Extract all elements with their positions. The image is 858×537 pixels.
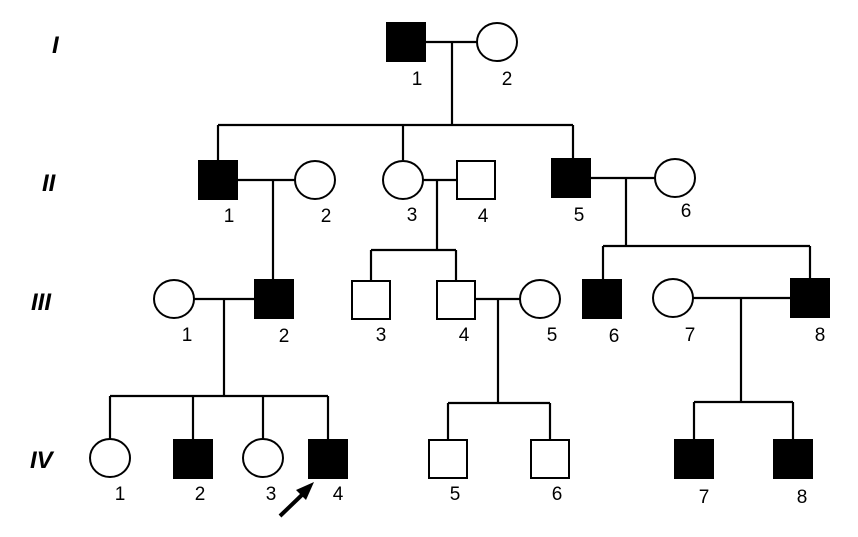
proband-arrow — [278, 482, 314, 518]
unaffected-male-square — [456, 160, 496, 200]
individual-number: 3 — [376, 325, 387, 346]
individual-number: 4 — [459, 325, 470, 346]
individual-number: 8 — [815, 325, 826, 346]
individual-number: 1 — [182, 325, 193, 346]
affected-male-square — [551, 158, 591, 198]
unaffected-female-circle — [242, 438, 284, 478]
affected-male-square — [674, 439, 714, 479]
individual-number: 7 — [685, 325, 696, 346]
affected-male-square — [790, 278, 830, 318]
individual-number: 5 — [574, 205, 585, 226]
individual-number: 3 — [407, 205, 418, 226]
pedigree-lines — [108, 40, 812, 441]
individual-number: 8 — [797, 487, 808, 508]
affected-male-square — [173, 439, 213, 479]
individual-number: 3 — [266, 484, 277, 505]
individual-number: 6 — [552, 484, 563, 505]
unaffected-female-circle — [652, 278, 694, 318]
generation-label: IV — [30, 447, 55, 474]
unaffected-female-circle — [382, 160, 424, 200]
generation-label: I — [52, 32, 60, 59]
unaffected-female-circle — [654, 158, 696, 198]
individual-number: 1 — [115, 484, 126, 505]
individual-number: 6 — [609, 326, 620, 347]
unaffected-female-circle — [89, 438, 131, 478]
individual-number: 2 — [279, 326, 290, 347]
affected-male-square — [308, 439, 348, 479]
individual-number: 5 — [547, 325, 558, 346]
individual-number: 5 — [450, 484, 461, 505]
affected-male-square — [198, 160, 238, 200]
individual-number: 1 — [224, 206, 235, 227]
individual-number: 4 — [478, 206, 489, 227]
individual-number: 2 — [502, 69, 513, 90]
affected-male-square — [254, 279, 294, 319]
generation-label: II — [42, 170, 57, 197]
unaffected-female-circle — [294, 160, 336, 200]
unaffected-female-circle — [476, 22, 518, 62]
unaffected-male-square — [530, 439, 570, 479]
generation-label: III — [31, 289, 52, 316]
generation-labels: I II III IV — [30, 32, 60, 474]
individual-number: 4 — [333, 484, 344, 505]
affected-male-square — [773, 439, 813, 479]
individual-number: 2 — [321, 206, 332, 227]
individual-number: 6 — [681, 201, 692, 222]
individual-number: 2 — [195, 484, 206, 505]
affected-male-square — [582, 279, 622, 319]
individual-number: 7 — [699, 487, 710, 508]
unaffected-female-circle — [153, 279, 195, 319]
individual-number: 1 — [412, 69, 423, 90]
unaffected-female-circle — [519, 279, 561, 319]
individuals: 1 2 1 2 3 4 5 6 1 2 3 4 5 6 7 8 1 2 3 4 5 6 7 8 — [89, 22, 830, 508]
unaffected-male-square — [351, 280, 391, 320]
unaffected-male-square — [428, 439, 468, 479]
unaffected-male-square — [436, 280, 476, 320]
affected-male-square — [386, 22, 426, 62]
